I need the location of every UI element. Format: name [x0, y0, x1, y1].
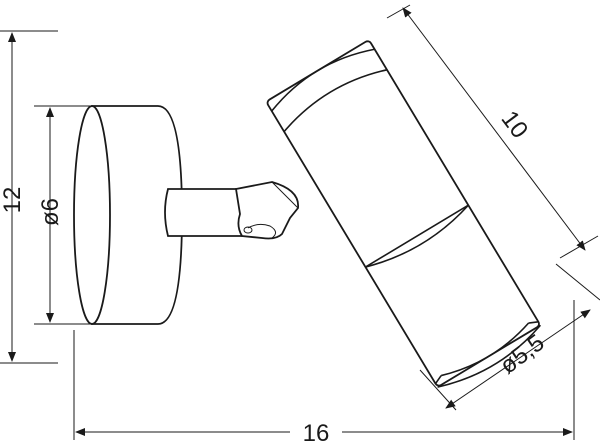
dimension-base-diameter-label: ø6 — [37, 198, 64, 226]
connecting-arm — [164, 188, 249, 237]
dimension-height — [0, 30, 58, 364]
dimension-height-label: 12 — [0, 187, 26, 214]
swivel-joint — [234, 181, 299, 240]
dimension-shade-length — [386, 4, 599, 259]
dimension-width — [73, 300, 575, 440]
dimension-shade-diameter — [419, 263, 600, 411]
spotlight-shade — [266, 40, 542, 388]
dimension-width-label: 16 — [303, 420, 330, 447]
dimension-base-diameter — [34, 105, 92, 325]
